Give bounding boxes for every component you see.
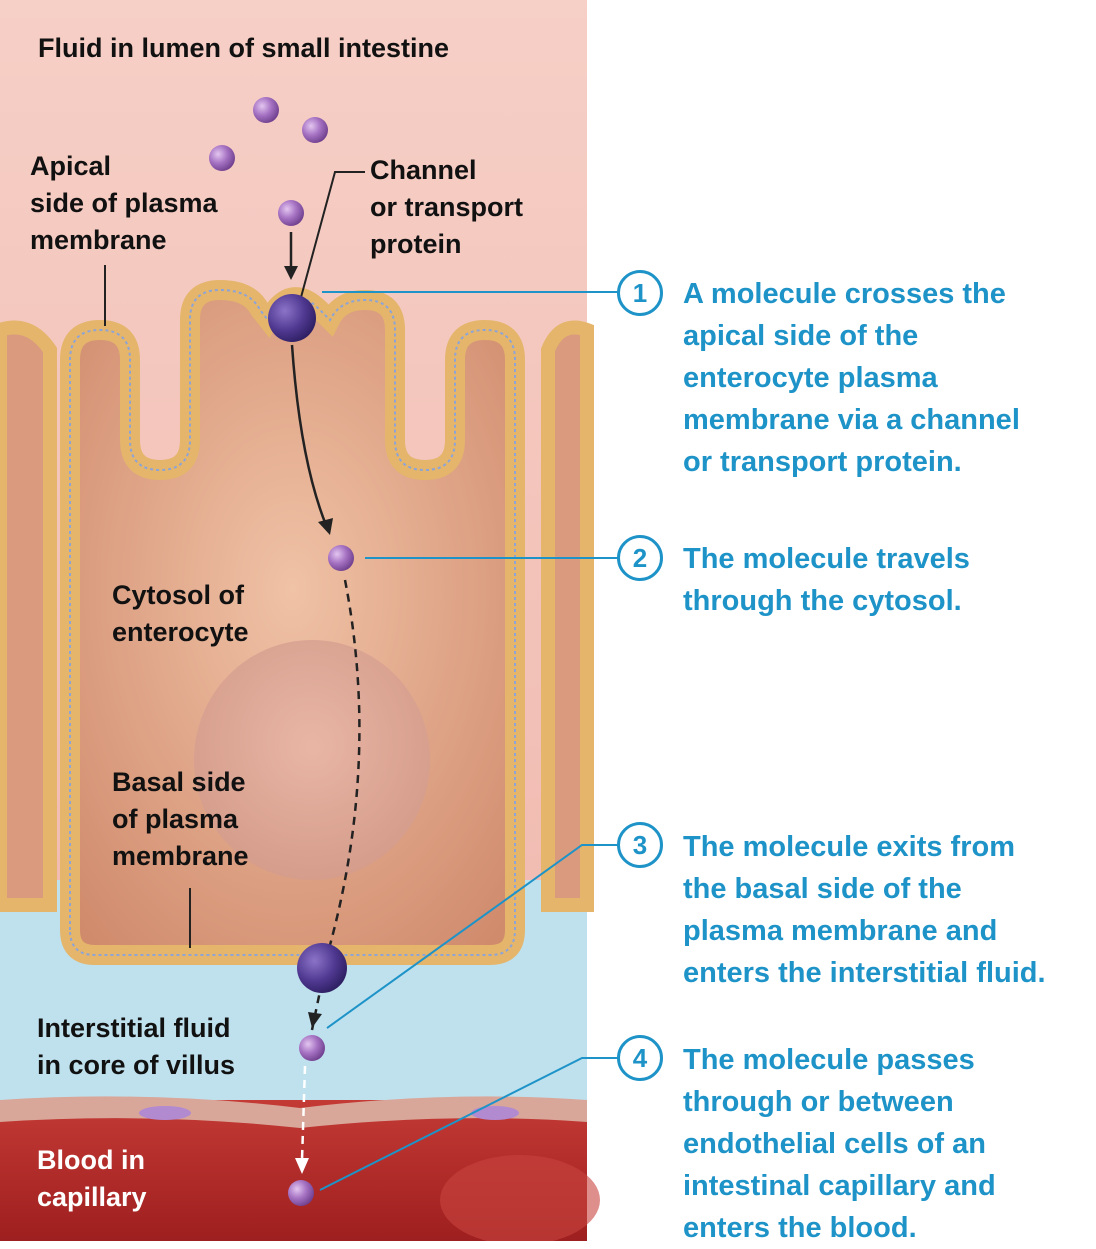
lumen-label: Fluid in lumen of small intestine <box>38 30 449 67</box>
step-2-text: The molecule travels through the cytosol… <box>683 538 1095 622</box>
red-blood-cell <box>440 1155 600 1241</box>
neighbor-cell-right <box>548 328 587 906</box>
channel-label: Channel or transport protein <box>370 152 523 263</box>
molecule <box>278 200 304 226</box>
step-2-badge: 2 <box>617 535 663 581</box>
basal-label: Basal side of plasma membrane <box>112 764 249 875</box>
molecule <box>253 97 279 123</box>
interstitial-label: Interstitial fluid in core of villus <box>37 1010 235 1084</box>
molecule-interstitial <box>299 1035 325 1061</box>
step-4-text: The molecule passes through or between e… <box>683 1039 1095 1249</box>
blood-label: Blood in capillary <box>37 1142 147 1216</box>
apical-label: Apical side of plasma membrane <box>30 148 218 259</box>
molecule <box>302 117 328 143</box>
molecule-cytosol <box>328 545 354 571</box>
apical-transport-protein <box>268 294 316 342</box>
step-1-text: A molecule crosses the apical side of th… <box>683 273 1095 483</box>
step-3-badge: 3 <box>617 822 663 868</box>
molecule-blood <box>288 1180 314 1206</box>
step-3-text: The molecule exits from the basal side o… <box>683 826 1095 994</box>
endothelial-nucleus <box>471 1106 519 1120</box>
step-1-badge: 1 <box>617 270 663 316</box>
neighbor-cell-left <box>0 328 50 906</box>
endothelial-nucleus <box>139 1106 191 1120</box>
cytosol-label: Cytosol of enterocyte <box>112 577 249 651</box>
basal-transport-protein <box>297 943 347 993</box>
step-4-badge: 4 <box>617 1035 663 1081</box>
